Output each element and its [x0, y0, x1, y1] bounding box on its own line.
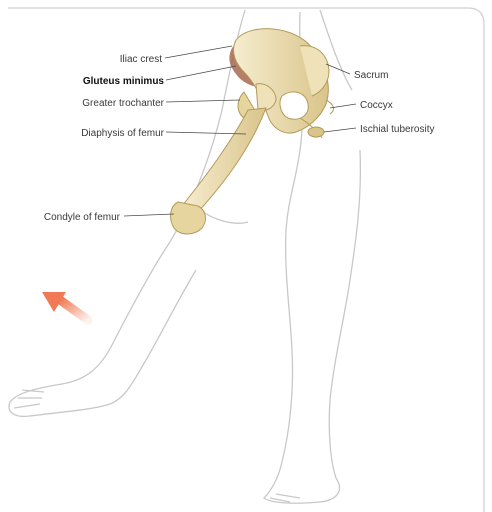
toes-left	[14, 390, 44, 408]
leader-condyle	[124, 214, 174, 216]
knee-crease	[200, 210, 248, 223]
leader-gluteus-minimus	[166, 66, 236, 80]
ischial-tuberosity-bone	[308, 127, 324, 137]
leader-greater-trochanter	[166, 100, 240, 102]
label-sacrum: Sacrum	[354, 70, 388, 81]
leader-sacrum	[326, 64, 350, 74]
label-condyle-of-femur: Condyle of femur	[44, 212, 121, 223]
label-greater-trochanter: Greater trochanter	[82, 98, 164, 109]
toes-right	[270, 494, 300, 502]
leader-iliac-crest	[165, 46, 232, 58]
label-coccyx: Coccyx	[360, 100, 393, 111]
label-gluteus-minimus: Gluteus minimus	[83, 76, 165, 87]
leader-coccyx	[330, 104, 356, 108]
label-diaphysis-of-femur: Diaphysis of femur	[81, 128, 164, 139]
movement-arrow	[42, 292, 88, 320]
label-ischial-tuberosity: Ischial tuberosity	[360, 124, 434, 135]
leader-diaphysis	[166, 132, 246, 134]
coccyx-bone	[326, 100, 333, 114]
femoral-condyle	[171, 202, 206, 234]
leader-ischial-tuberosity	[324, 128, 356, 132]
label-iliac-crest: Iliac crest	[120, 54, 162, 65]
arrow-shaft	[60, 300, 88, 320]
femur-shaft	[182, 108, 266, 214]
page-frame	[8, 8, 484, 512]
obturator-foramen	[280, 92, 308, 119]
